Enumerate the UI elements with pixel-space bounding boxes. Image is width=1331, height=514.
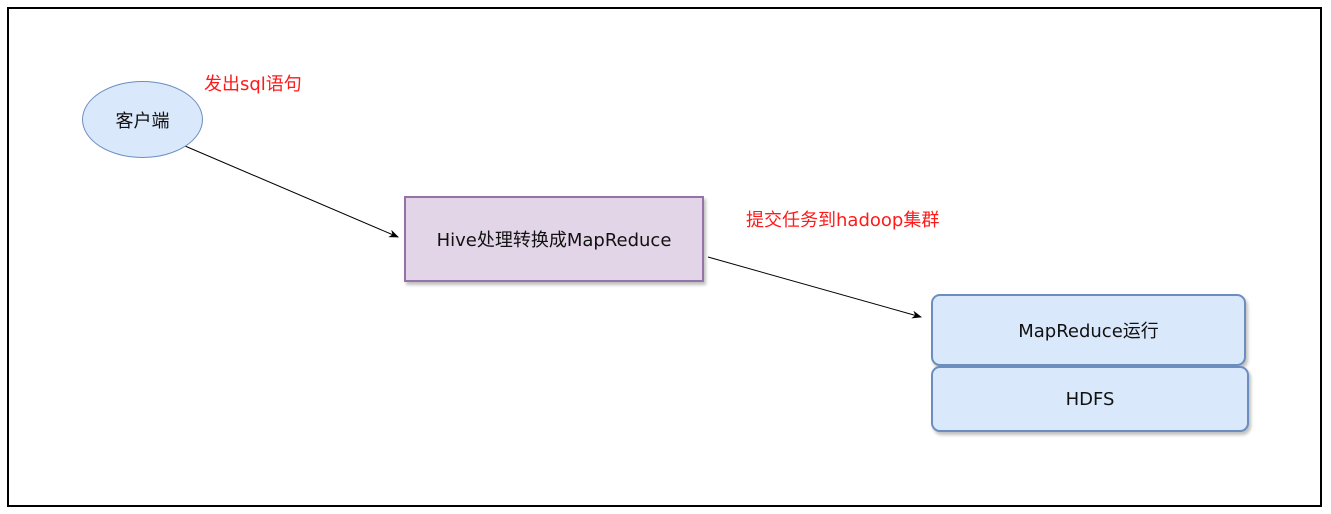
edge-hive-to-mapreduce [707,256,922,319]
client-label: 客户端 [115,110,170,132]
hive-node: Hive处理转换成MapReduce [404,196,704,282]
hive-label: Hive处理转换成MapReduce [436,230,672,251]
client-node: 客户端 [82,81,203,158]
hdfs-node: HDFS [931,366,1249,432]
submit-task-annotation: 提交任务到hadoop集群 [746,210,940,231]
mapreduce-node: MapReduce运行 [931,294,1246,366]
mapreduce-label: MapReduce运行 [1018,321,1159,342]
edge-client-to-hive [184,145,399,238]
diagram-frame [7,7,1322,507]
hdfs-label: HDFS [1065,388,1115,410]
send-sql-annotation: 发出sql语句 [204,74,302,95]
